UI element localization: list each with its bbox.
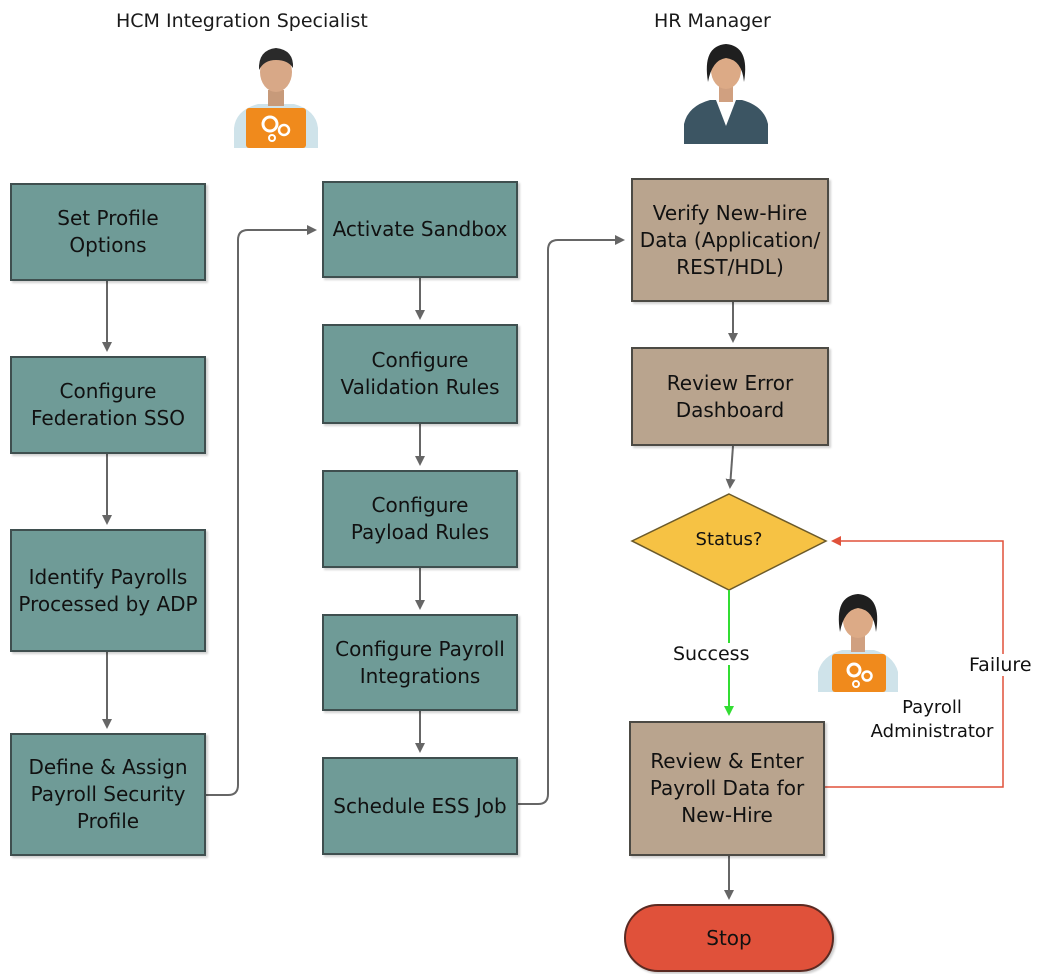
arrow-c3-2-decision	[725, 445, 736, 489]
step-label: Schedule ESS Job	[333, 793, 507, 818]
step-label: Activate Sandbox	[332, 217, 508, 241]
step-verify-new-hire-data: Verify New-Hire Data (Application/ REST/…	[631, 178, 829, 302]
stop-terminator: Stop	[624, 904, 834, 972]
integration-specialist-avatar-icon	[234, 48, 318, 148]
hr-manager-avatar-icon	[684, 44, 768, 144]
step-label: Set Profile Options	[57, 206, 159, 257]
step-label: Review Error Dashboard	[666, 370, 794, 422]
step-label: Verify New-Hire Data (Application/ REST/…	[639, 200, 821, 279]
step-set-profile-options: Set Profile Options	[10, 183, 206, 281]
step-activate-sandbox: Activate Sandbox	[322, 181, 518, 278]
edge-label-success: Success	[670, 643, 753, 665]
step-label: Configure Payload Rules	[350, 493, 490, 544]
step-configure-federation-sso: Configure Federation SSO	[10, 356, 206, 454]
step-label: Identify Payrolls Processed by ADP	[18, 564, 198, 616]
step-label: Define & Assign Payroll Security Profile	[28, 755, 188, 833]
arrow-c1-to-c2	[205, 225, 317, 796]
decision-label: Status?	[695, 529, 763, 550]
step-configure-payroll-integrations: Configure Payroll Integrations	[322, 614, 518, 711]
step-review-error-dashboard: Review Error Dashboard	[631, 347, 829, 446]
payroll-administrator-caption: Payroll Administrator	[862, 696, 1002, 744]
step-schedule-ess-job: Schedule ESS Job	[322, 757, 518, 855]
role-hr-manager: HR Manager	[654, 10, 771, 32]
step-configure-validation-rules: Configure Validation Rules	[322, 324, 518, 424]
stop-label: Stop	[706, 926, 752, 950]
payroll-administrator-avatar-icon	[818, 594, 898, 692]
step-label: Review & Enter Payroll Data for New-Hire	[649, 749, 805, 827]
step-define-assign-security-profile: Define & Assign Payroll Security Profile	[10, 733, 206, 856]
step-review-enter-payroll-data: Review & Enter Payroll Data for New-Hire	[629, 721, 825, 856]
arrow-c2-to-c3	[517, 235, 625, 805]
step-label: Configure Validation Rules	[340, 348, 500, 399]
step-label: Configure Federation SSO	[31, 379, 185, 430]
caption-line-2: Administrator	[870, 721, 994, 742]
role-integration-specialist: HCM Integration Specialist	[116, 10, 368, 32]
edge-label-failure: Failure	[966, 654, 1035, 676]
caption-line-1: Payroll	[902, 697, 962, 718]
step-label: Configure Payroll Integrations	[335, 636, 505, 688]
step-identify-payrolls: Identify Payrolls Processed by ADP	[10, 529, 206, 652]
step-configure-payload-rules: Configure Payload Rules	[322, 470, 518, 568]
